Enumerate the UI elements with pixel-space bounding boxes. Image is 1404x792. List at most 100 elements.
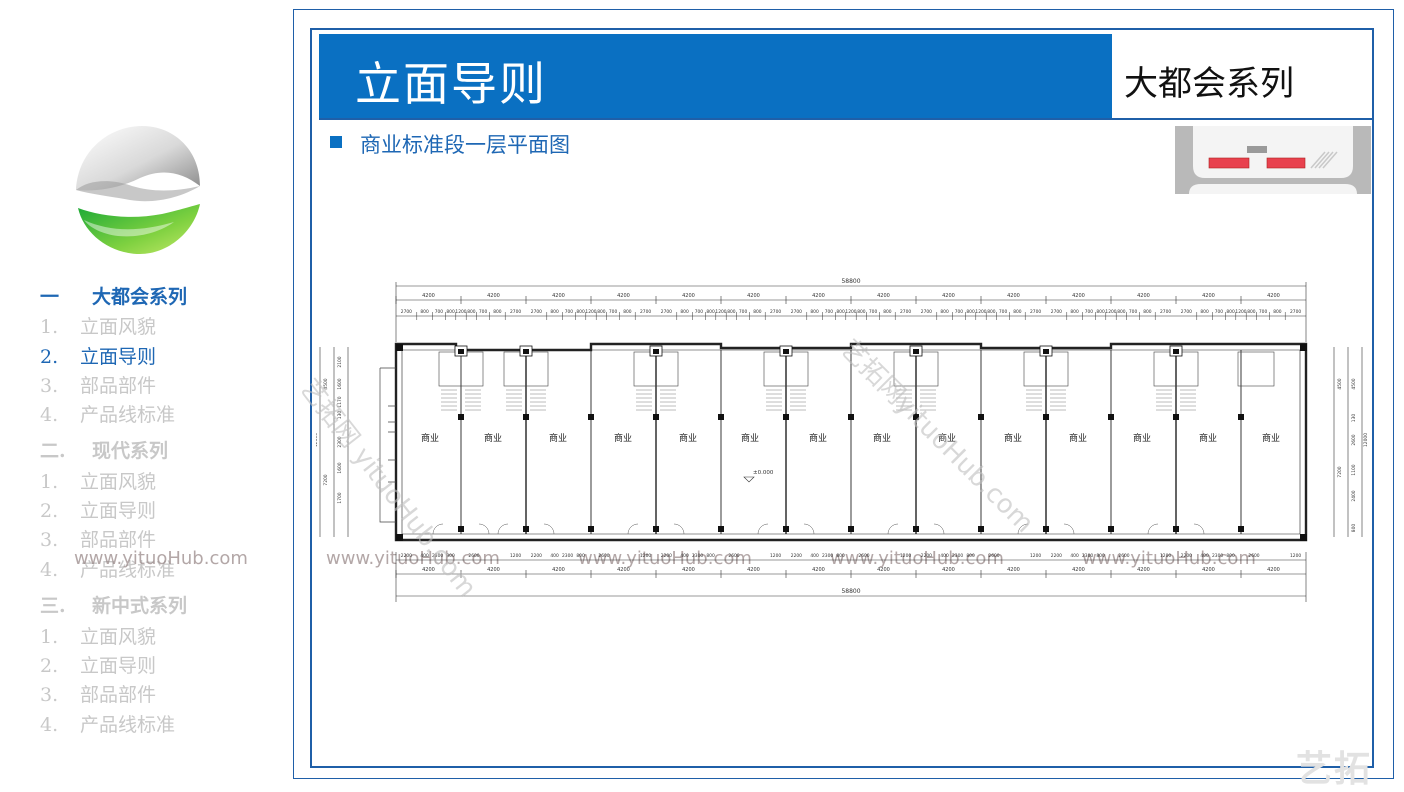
dimension-label: 2700	[531, 309, 542, 315]
key-plan-thumbnail	[1175, 126, 1371, 194]
dimension-label: 800	[966, 553, 975, 559]
dimension-label: 700	[609, 309, 618, 315]
dimension-label: 1200	[715, 309, 726, 315]
toc-label: 产品线标准	[80, 714, 176, 736]
toc-item-8[interactable]: 2.立面导则	[40, 496, 156, 523]
toc-item-13[interactable]: 2.立面导则	[40, 651, 156, 678]
header-band	[319, 34, 1112, 118]
dimension-label: 800	[836, 309, 845, 315]
dimension-label: 4200	[617, 293, 630, 299]
dimension-label: 4200	[942, 567, 955, 573]
party-walls	[396, 344, 1307, 541]
toc-item-14[interactable]: 3.部品部件	[40, 680, 156, 707]
dimension-label: 800	[1013, 309, 1022, 315]
dimension-label: 400	[1200, 553, 1209, 559]
toc-number: 3.	[40, 375, 59, 397]
dimension-label: 1200	[845, 309, 856, 315]
toc-section-6[interactable]: 二.现代系列	[40, 436, 168, 463]
dimension-label: 400	[420, 553, 429, 559]
dimension-label: 400	[550, 553, 559, 559]
toc-label: 立面风貌	[80, 626, 157, 648]
toc-section-11[interactable]: 三.新中式系列	[40, 591, 187, 618]
room-label: 商业	[1199, 432, 1217, 444]
dimension-label: 2300	[692, 553, 703, 559]
dimension-label: 400	[1070, 553, 1079, 559]
toc-number: 3.	[40, 529, 59, 551]
stair-cores	[432, 345, 1275, 535]
dimension-label: 800	[883, 309, 892, 315]
toc-item-3[interactable]: 2.立面导则	[40, 342, 156, 369]
dimension-label: 4200	[422, 567, 435, 573]
toc-item-7[interactable]: 1.立面风貌	[40, 467, 156, 494]
right-dimension-lines	[1333, 347, 1363, 537]
dimension-label: 2700	[791, 309, 802, 315]
dimension-label: 800	[727, 309, 736, 315]
dimension-label: 700	[955, 309, 964, 315]
dimension-label: 800	[597, 309, 606, 315]
dimension-label: 2300	[822, 553, 833, 559]
toc-item-15[interactable]: 4.产品线标准	[40, 710, 175, 737]
dimension-label: 800	[1226, 553, 1235, 559]
dimension-label: 2700	[640, 309, 651, 315]
dimension-label: 2600	[858, 553, 869, 559]
watermark-url: www.yituoHub.com	[578, 548, 752, 569]
dimension-label: 4200	[747, 567, 760, 573]
dimension-label: 2200	[1051, 553, 1062, 559]
toc-number: 4.	[40, 559, 59, 581]
key-plan-highlight	[1208, 157, 1250, 169]
toc-item-9[interactable]: 3. 部品部件	[40, 525, 156, 552]
toc-section-1[interactable]: 一大都会系列	[40, 282, 187, 309]
toc-item-12[interactable]: 1.立面风貌	[40, 622, 156, 649]
dimension-label: 700	[1085, 309, 1094, 315]
dimension-label: 800	[576, 309, 585, 315]
dimension-label: 800	[467, 309, 476, 315]
dimension-label: 800	[446, 553, 455, 559]
dimension-label: 4200	[1267, 293, 1280, 299]
dimension-label: 800	[753, 309, 762, 315]
dimension-label: 1200	[900, 553, 911, 559]
watermark-url: www.yituoHub.com	[1082, 548, 1256, 569]
dimension-label: 2600	[598, 553, 609, 559]
dimension-label: 2300	[1082, 553, 1093, 559]
dimension-label: 130	[337, 411, 343, 420]
dimension-label: 1200	[640, 553, 651, 559]
toc-item-2[interactable]: 1.立面风貌	[40, 312, 156, 339]
toc-number: 4.	[40, 404, 59, 426]
dimension-label: 700	[695, 309, 704, 315]
dimension-label: 800	[966, 309, 975, 315]
room-label: 商业	[1069, 432, 1087, 444]
toc-item-5[interactable]: 4.产品线标准	[40, 400, 175, 427]
level-mark-text: ±0.000	[753, 470, 774, 476]
dimension-label: 400	[940, 553, 949, 559]
dimension-label: 4500	[323, 378, 329, 389]
dimension-label: 4200	[812, 293, 825, 299]
dimension-label: 700	[869, 309, 878, 315]
toc-item-4[interactable]: 3. 部品部件	[40, 371, 156, 398]
room-label: 商业	[549, 432, 567, 444]
dimension-label: 1200	[1105, 309, 1116, 315]
toc-item-10[interactable]: 4.产品线标准	[40, 555, 175, 582]
dimension-label: 12000	[1363, 433, 1369, 447]
toc-number: 1.	[40, 316, 59, 338]
dimension-label: 12000	[316, 433, 319, 447]
dimension-label: 4500	[1351, 378, 1357, 389]
dimension-label: 800	[1096, 553, 1105, 559]
dimension-label: 2300	[562, 553, 573, 559]
dimension-label: 1600	[337, 462, 343, 473]
toc-number: 2.	[40, 655, 59, 677]
header-divider	[319, 118, 1372, 120]
dimension-label: 2700	[900, 309, 911, 315]
toc-label: 大都会系列	[92, 286, 188, 308]
dimension-label: 2700	[1051, 309, 1062, 315]
toc-label: 部品部件	[80, 375, 157, 397]
company-logo	[76, 126, 200, 254]
toc-label: 部品部件	[80, 529, 157, 551]
inner-frame	[310, 28, 1374, 768]
dimension-label: 4200	[812, 567, 825, 573]
